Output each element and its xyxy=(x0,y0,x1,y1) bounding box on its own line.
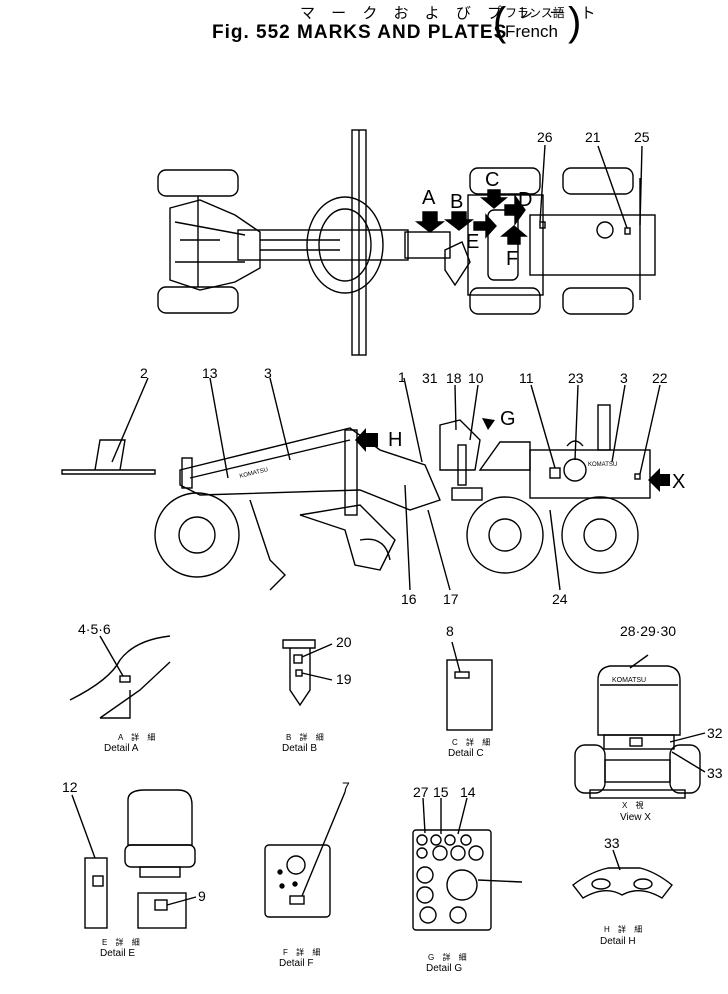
detail-f-jp: F 詳 細 xyxy=(283,947,323,957)
detail-b-drawing xyxy=(282,639,333,707)
view-x-en: View X xyxy=(620,812,651,823)
detail-e-jp: E 詳 細 xyxy=(102,937,143,947)
view-label-b: B xyxy=(450,191,463,213)
view-x-brand: KOMATSU xyxy=(612,677,646,684)
detail-b-jp: B 詳 細 xyxy=(286,732,327,742)
title-language-japanese: フランス語 xyxy=(505,6,565,20)
detail-g-callout-14: 14 xyxy=(460,784,476,800)
detail-b-en: Detail B xyxy=(282,743,317,754)
callout-31: 31 xyxy=(422,370,438,386)
detail-f-en: Detail F xyxy=(279,958,313,969)
title-paren-close: ) xyxy=(568,0,582,44)
detail-b-callout-19: 19 xyxy=(336,671,352,687)
detail-h-jp: H 詳 細 xyxy=(604,924,645,934)
detail-g-callout-27: 27 xyxy=(413,784,429,800)
detail-g-callout-15: 15 xyxy=(433,784,449,800)
callout-25: 25 xyxy=(634,129,650,145)
view-label-f: F xyxy=(506,248,518,270)
view-x-callout-32: 32 xyxy=(707,725,723,741)
callout-23: 23 xyxy=(568,370,584,386)
details-row1-labels: 4·5·6 A 詳 細 Detail A 20 19 B 詳 細 Detail … xyxy=(78,621,723,823)
view-x-callout-28-29-30: 28·29·30 xyxy=(620,623,676,639)
title-japanese: マ ー ク お よ び プ レ ー ト xyxy=(300,5,602,22)
arrow-view-h-icon xyxy=(355,428,366,452)
view-label-e: E xyxy=(466,231,479,253)
detail-a-drawing xyxy=(69,635,171,719)
hood-plate-brand: KOMATSU xyxy=(588,462,617,468)
detail-c-drawing xyxy=(446,641,493,731)
arrow-view-d-icon xyxy=(504,193,526,227)
arrow-view-x-icon xyxy=(648,468,670,492)
top-view-grader xyxy=(157,129,656,356)
callout-26: 26 xyxy=(537,129,553,145)
callout-11: 11 xyxy=(519,370,534,386)
arrow-view-b-icon xyxy=(443,211,475,231)
view-x-drawing xyxy=(574,654,706,799)
side-view-grader xyxy=(61,377,670,591)
detail-a-en: Detail A xyxy=(104,743,139,754)
detail-e-callout-12: 12 xyxy=(62,779,78,795)
callout-2: 2 xyxy=(140,365,148,381)
detail-b-callout-20: 20 xyxy=(336,634,352,650)
detail-h-en: Detail H xyxy=(600,936,636,947)
view-label-g: G xyxy=(500,408,516,430)
view-x-callout-33: 33 xyxy=(707,765,723,781)
arrow-view-g-icon xyxy=(482,418,495,430)
detail-h-callout-33: 33 xyxy=(604,835,620,851)
view-label-d: D xyxy=(518,189,532,211)
top-view-labels: A B C D E F 26 21 25 xyxy=(422,129,650,270)
callout-17: 17 xyxy=(443,591,459,607)
detail-f-callout-7: 7 xyxy=(342,779,350,795)
view-x-jp: X 視 xyxy=(622,801,647,810)
detail-e-en: Detail E xyxy=(100,948,135,959)
callout-16: 16 xyxy=(401,591,417,607)
callout-10: 10 xyxy=(468,370,484,386)
details-row2-labels: 12 9 E 詳 細 Detail E 7 F 詳 細 Detail F 27 … xyxy=(62,779,645,974)
view-label-a: A xyxy=(422,187,436,209)
detail-g-drawing xyxy=(412,797,523,931)
detail-e-callout-9: 9 xyxy=(198,888,206,904)
frame-plate-brand: KOMATSU xyxy=(239,467,269,480)
callout-22: 22 xyxy=(652,370,668,386)
callout-21: 21 xyxy=(585,129,601,145)
detail-c-jp: C 詳 細 xyxy=(452,737,493,747)
arrow-view-f-icon xyxy=(500,225,528,245)
detail-f-drawing xyxy=(264,791,346,918)
callout-1: 1 xyxy=(398,369,406,385)
detail-g-jp: G 詳 細 xyxy=(428,952,470,962)
callout-3-frame: 3 xyxy=(264,365,272,381)
side-view-labels: 2 13 3 1 31 18 10 11 23 3 22 H G X KOMAT… xyxy=(140,365,685,607)
view-label-h: H xyxy=(388,429,402,451)
title-paren-open: ( xyxy=(493,0,507,44)
callout-18: 18 xyxy=(446,370,462,386)
detail-c-en: Detail C xyxy=(448,748,484,759)
detail-c-callout: 8 xyxy=(446,623,454,639)
detail-e-drawing xyxy=(71,789,197,929)
title-language-english: French xyxy=(505,22,558,41)
callout-24: 24 xyxy=(552,591,568,607)
figure-title: Fig. 552 MARKS AND PLATES xyxy=(212,22,508,43)
callout-13: 13 xyxy=(202,365,218,381)
view-label-c: C xyxy=(485,169,499,191)
detail-h-drawing xyxy=(572,849,673,899)
detail-a-callout: 4·5·6 xyxy=(78,621,111,637)
arrow-view-c-icon xyxy=(480,189,508,209)
detail-a-jp: A 詳 細 xyxy=(118,732,158,742)
arrow-view-a-icon xyxy=(414,211,446,233)
detail-g-en: Detail G xyxy=(426,963,462,974)
callout-3-hood: 3 xyxy=(620,370,628,386)
view-label-x: X xyxy=(672,471,685,493)
arrow-view-e-icon xyxy=(473,213,497,239)
